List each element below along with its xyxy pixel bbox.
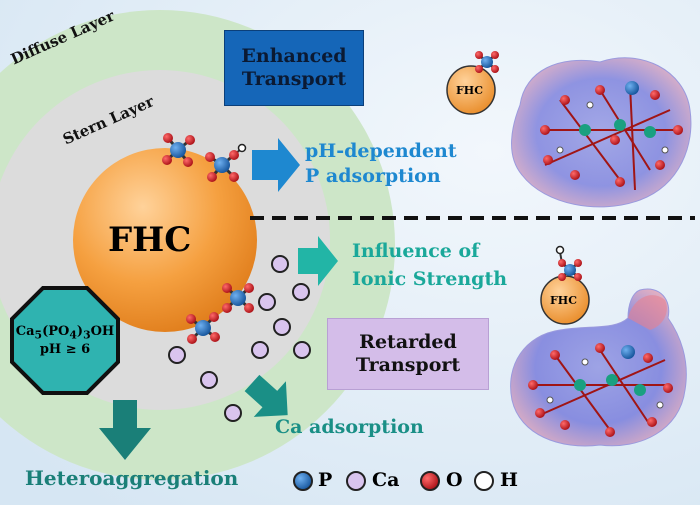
teal-arrow-icon: [298, 236, 338, 286]
ca-ion: [200, 371, 218, 389]
ca-ions: [168, 255, 311, 422]
ph-dependent-label: pH-dependent: [305, 140, 457, 162]
retarded-line-1: Retarded: [359, 331, 457, 354]
ca-ion: [273, 318, 291, 336]
legend-ca-swatch: [346, 471, 366, 491]
formula-part: OH: [90, 324, 115, 340]
phosphate-molecule: [555, 245, 582, 281]
hydroxyapatite-formula: Ca5(PO4)3OH: [16, 324, 114, 342]
p-adsorption-label: P adsorption: [305, 165, 441, 187]
blue-arrow-icon: [252, 138, 300, 192]
ph-condition: pH ≥ 6: [39, 341, 91, 357]
legend-ca-label: Ca: [372, 469, 400, 491]
legend-o-label: O: [446, 469, 463, 491]
formula-part: Ca: [15, 324, 35, 340]
legend-swatches: [293, 471, 494, 491]
legend-h-label: H: [500, 469, 518, 491]
formula-sub: 3: [83, 329, 91, 342]
small-fhc-bottom-label: FHC: [550, 294, 577, 307]
phosphate-molecule: [205, 143, 247, 182]
legend-p-label: P: [318, 469, 333, 491]
heteroaggregation-label: Heteroaggregation: [25, 466, 239, 490]
formula-sub: 4: [69, 329, 77, 342]
octagon-text: Ca5(PO4)3OH pH ≥ 6: [12, 318, 118, 364]
down-arrow-icon: [99, 400, 151, 460]
retarded-line-2: Transport: [355, 354, 461, 376]
formula-sub: 5: [34, 329, 43, 342]
ca-adsorption-label: Ca adsorption: [275, 416, 424, 438]
ca-ion: [258, 293, 276, 311]
enhanced-line-1: Enhanced: [241, 45, 347, 68]
fhc-core-label: FHC: [108, 220, 192, 260]
ca-ion: [224, 404, 242, 422]
phosphate-molecule: [475, 51, 499, 73]
small-fhc-particle-top: [446, 65, 496, 115]
hydroxyapatite-octagon: [10, 286, 120, 395]
influence-label: Influence of: [352, 240, 480, 262]
legend-o-swatch: [420, 471, 440, 491]
enhanced-transport-box: Enhanced Transport: [224, 30, 364, 106]
ca-ion: [168, 346, 186, 364]
formula-part: ): [76, 324, 84, 340]
fhc-core-particle: [73, 148, 257, 332]
phosphate-molecule: [162, 133, 195, 167]
formula-part: (PO: [42, 324, 70, 340]
ionic-strength-label: Ionic Strength: [352, 268, 508, 290]
ca-ion: [293, 341, 311, 359]
electrostatic-surface-bottom: [510, 288, 687, 447]
enhanced-line-2: Transport: [241, 68, 347, 90]
phosphate-molecule: [222, 283, 254, 313]
ca-ion: [292, 283, 310, 301]
ca-ion: [271, 255, 289, 273]
retarded-transport-box: Retarded Transport: [327, 318, 489, 390]
ca-ion: [251, 341, 269, 359]
legend-p-swatch: [293, 471, 313, 491]
phosphate-molecule: [186, 312, 220, 344]
electrostatic-surface-top: [511, 57, 692, 208]
legend-h-swatch: [474, 471, 494, 491]
small-fhc-top-label: FHC: [456, 84, 483, 97]
diagonal-arrow-icon: [244, 374, 288, 417]
